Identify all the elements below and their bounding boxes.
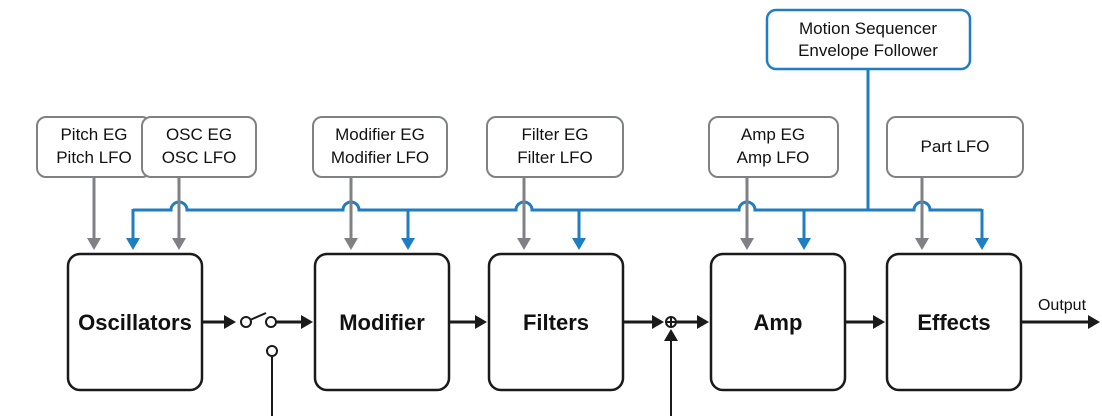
osc-lfo-label: OSC LFO [162,148,237,167]
amp-block: Amp [709,252,847,392]
effects-block: Effects [885,252,1023,392]
signal-arrow-switch-modifier [276,315,313,329]
filters-block: Filters [487,252,625,392]
envelope-follower-label: Envelope Follower [798,41,938,60]
pitch-modulator-box: Pitch EG Pitch LFO [36,116,152,178]
part-mod-line [915,177,929,250]
motion-sequencer-box: Motion Sequencer Envelope Follower [765,8,972,71]
modifier-eg-label: Modifier EG [335,125,425,144]
signal-arrow-modifier-filters [449,315,487,329]
amp-label: Amp [754,310,803,335]
motion-drop-amp [797,209,811,250]
signal-arrow-output [1021,315,1100,329]
modifier-lfo-label: Modifier LFO [331,148,429,167]
pitch-lfo-label: Pitch LFO [56,148,132,167]
osc-modulator-box: OSC EG OSC LFO [141,116,257,178]
pitch-eg-label: Pitch EG [60,125,127,144]
motion-drop-oscillators [126,209,140,250]
effects-label: Effects [917,310,990,335]
filter-modulator-box: Filter EG Filter LFO [486,116,624,178]
part-lfo-label: Part LFO [921,137,990,156]
amp-mod-line [740,177,754,250]
motion-bus-line [133,200,982,212]
signal-arrow-amp-effects [845,315,885,329]
osc-mod-line [172,177,186,250]
oscillators-label: Oscillators [78,310,192,335]
amp-modulator-box: Amp EG Amp LFO [708,116,839,178]
filter-mod-line [517,177,531,250]
modifier-label: Modifier [339,310,425,335]
filters-label: Filters [523,310,589,335]
pitch-mod-line [87,177,101,250]
signal-arrow-sum-amp [676,315,709,329]
amp-lfo-label: Amp LFO [737,148,810,167]
switch-symbol [240,312,278,416]
modifier-block: Modifier [313,252,451,392]
motion-sequencer-label: Motion Sequencer [799,19,937,38]
filter-eg-label: Filter EG [521,125,588,144]
amp-eg-label: Amp EG [741,125,805,144]
part-lfo-box: Part LFO [886,116,1024,178]
osc-eg-label: OSC EG [166,125,232,144]
modifier-mod-line [344,177,358,250]
sum-node [664,316,678,416]
motion-drop-filters [572,209,586,250]
motion-drop-modifier [401,209,415,250]
oscillators-block: Oscillators [66,252,204,392]
signal-arrow-filters-sum [623,315,664,329]
filter-lfo-label: Filter LFO [517,148,593,167]
signal-arrow-osc-switch [202,315,236,329]
output-label: Output [1038,297,1087,314]
modifier-modulator-box: Modifier EG Modifier LFO [312,116,448,178]
motion-drop-effects [975,209,989,250]
